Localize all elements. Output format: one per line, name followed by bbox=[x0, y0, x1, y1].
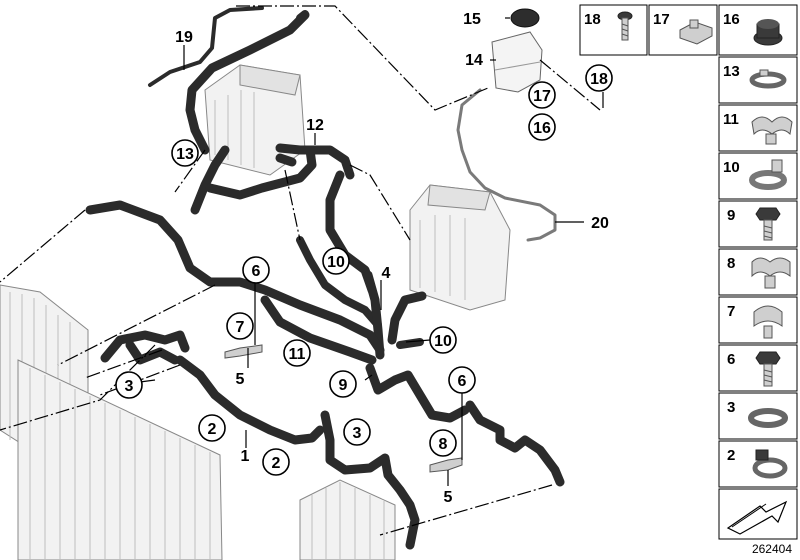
callout-15: 15 bbox=[463, 11, 481, 28]
callout-20: 20 bbox=[591, 215, 609, 232]
double-clip-icon bbox=[751, 116, 793, 145]
legend-label-17: 17 bbox=[653, 11, 670, 28]
clip-nut-icon bbox=[679, 19, 713, 45]
legend-label-18: 18 bbox=[584, 11, 601, 28]
callout-18: 18 bbox=[590, 71, 608, 88]
band-clamp-icon bbox=[748, 408, 788, 428]
tank-cap bbox=[510, 8, 540, 28]
callout-2-right: 2 bbox=[272, 455, 281, 472]
coolant-hoses bbox=[85, 6, 565, 550]
expansion-tank bbox=[491, 8, 543, 93]
callouts: 6 7 5 11 10 4 10 9 6 8 5 3 3 2 2 1 13 12… bbox=[115, 11, 613, 506]
callout-7: 7 bbox=[236, 319, 245, 336]
hose-holder-icon bbox=[753, 305, 783, 339]
arrow-symbol-icon bbox=[726, 500, 788, 535]
legend-label-8: 8 bbox=[727, 255, 735, 272]
legend-label-11: 11 bbox=[723, 111, 739, 128]
callout-17: 17 bbox=[533, 88, 551, 105]
intercooler-lower bbox=[409, 184, 511, 311]
callout-12: 12 bbox=[306, 117, 324, 134]
legend-label-6: 6 bbox=[727, 351, 735, 368]
reference-number: 262404 bbox=[752, 542, 792, 556]
hex-bolt-icon bbox=[755, 351, 781, 387]
screw-clamp-icon bbox=[752, 449, 788, 479]
parts-legend-column: 13 11 10 9 8 7 6 3 2 bbox=[718, 56, 798, 540]
screw-icon bbox=[617, 11, 633, 41]
callout-9: 9 bbox=[339, 377, 348, 394]
callout-10-lower: 10 bbox=[434, 333, 452, 350]
hose-clamp-icon bbox=[749, 69, 787, 89]
legend-label-2: 2 bbox=[727, 447, 735, 464]
legend-label-3: 3 bbox=[727, 399, 735, 416]
callout-8: 8 bbox=[439, 436, 448, 453]
callout-13: 13 bbox=[176, 146, 194, 163]
leader-lines bbox=[139, 17, 604, 486]
bracket-8 bbox=[429, 457, 463, 473]
callout-5-right: 5 bbox=[444, 489, 453, 506]
callout-6-lower: 6 bbox=[458, 373, 467, 390]
callout-3-right: 3 bbox=[353, 425, 362, 442]
callout-14: 14 bbox=[465, 52, 483, 69]
radiator-auxiliary bbox=[299, 479, 396, 560]
callout-4: 4 bbox=[382, 265, 391, 282]
callout-6-upper: 6 bbox=[252, 263, 261, 280]
callout-3-left: 3 bbox=[125, 378, 134, 395]
grommet-icon bbox=[753, 19, 783, 46]
callout-19: 19 bbox=[175, 29, 193, 46]
connection-lines bbox=[0, 5, 601, 536]
callout-16: 16 bbox=[533, 120, 551, 137]
bolt-icon bbox=[755, 207, 781, 241]
callout-1: 1 bbox=[241, 448, 250, 465]
bracket-7 bbox=[224, 344, 263, 359]
callout-11: 11 bbox=[289, 346, 306, 363]
parts-legend-top-row: 18 17 16 bbox=[579, 4, 798, 56]
legend-label-9: 9 bbox=[727, 207, 735, 224]
legend-label-10: 10 bbox=[723, 159, 740, 176]
legend-label-16: 16 bbox=[723, 11, 740, 28]
multi-clip-icon bbox=[751, 257, 791, 289]
spring-clamp-icon bbox=[749, 159, 787, 190]
callout-10-upper: 10 bbox=[327, 254, 345, 271]
callout-5-left: 5 bbox=[236, 371, 245, 388]
legend-label-13: 13 bbox=[723, 63, 740, 80]
legend-label-7: 7 bbox=[727, 303, 735, 320]
callout-2-left: 2 bbox=[208, 421, 217, 438]
